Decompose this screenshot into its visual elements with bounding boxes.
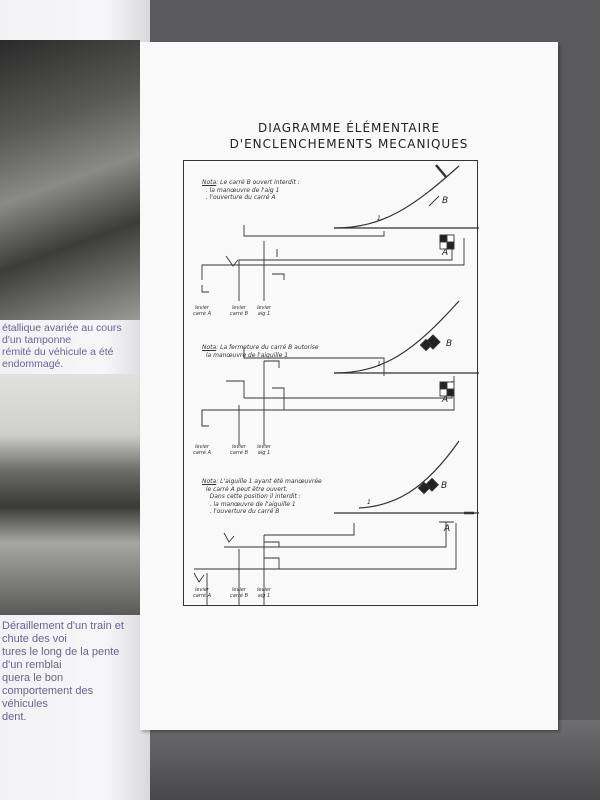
panel-1-note: Nota: Le carré B ouvert interdit : . la … bbox=[202, 179, 300, 202]
note-text: : L'aiguille 1 ayant été manœuvrée le ca… bbox=[205, 478, 322, 515]
right-page bbox=[140, 42, 558, 730]
photo-damaged-railcar bbox=[0, 40, 140, 320]
panel-2-lines bbox=[201, 300, 479, 446]
title-line-1: DIAGRAMME ÉLÉMENTAIRE bbox=[257, 121, 441, 135]
caption-line: étallique avariée au cours d'un tamponne bbox=[2, 322, 122, 346]
note-label: Nota bbox=[202, 179, 217, 186]
signal-a-label: A bbox=[442, 395, 449, 405]
title-line-2: D'ENCLENCHEMENTS MECANIQUES bbox=[229, 137, 469, 151]
note-label: Nota bbox=[202, 344, 217, 351]
note-text: : La fermeture du carré B autorise la ma… bbox=[205, 344, 319, 359]
lever-label: levier carré B bbox=[229, 444, 249, 456]
lever-label: levier carré B bbox=[229, 305, 249, 317]
photo-derailment bbox=[0, 374, 140, 615]
diagram-lines bbox=[193, 164, 479, 606]
lever-label: levier carré A bbox=[192, 444, 211, 456]
lever-label: levier aig 1 bbox=[257, 444, 271, 456]
lever-label: levier carré A bbox=[192, 587, 211, 599]
lever-label: levier aig 1 bbox=[257, 587, 271, 599]
signal-a-label: A bbox=[444, 524, 451, 534]
note-label: Nota bbox=[202, 478, 217, 485]
signal-b-label: B bbox=[441, 481, 448, 491]
caption-line: dent. bbox=[2, 711, 27, 723]
caption-line: quera le bon comportement des véhicules bbox=[2, 672, 94, 710]
switch-label: 1 bbox=[367, 499, 371, 506]
panel-2-note: Nota: La fermeture du carré B autorise l… bbox=[202, 344, 319, 359]
signal-b-label: B bbox=[442, 196, 449, 206]
caption-line: tures le long de la pente d'un remblai bbox=[2, 646, 120, 671]
switch-label: 1 bbox=[377, 215, 381, 222]
lever-label: levier aig 1 bbox=[257, 305, 271, 317]
lever-label: levier carré A bbox=[192, 305, 211, 317]
caption-line: rémité du véhicule a été endommagé. bbox=[2, 346, 114, 370]
caption-line: Déraillement d'un train et chute des voi bbox=[2, 620, 124, 645]
switch-label: 1 bbox=[377, 361, 381, 368]
lever-label: levier carré B bbox=[229, 587, 249, 599]
signal-a-label: A bbox=[442, 248, 449, 258]
panel-3-lines bbox=[193, 440, 479, 606]
caption-top: étallique avariée au cours d'un tamponne… bbox=[2, 322, 136, 370]
signal-b-label: B bbox=[446, 339, 453, 349]
panel-1-lines bbox=[201, 164, 479, 301]
note-text: : Le carré B ouvert interdit : . la manœ… bbox=[205, 179, 300, 201]
caption-bottom: Déraillement d'un train et chute des voi… bbox=[2, 620, 136, 724]
panel-3-note: Nota: L'aiguille 1 ayant été manœuvrée l… bbox=[202, 478, 322, 516]
interlocking-diagram: Nota: Le carré B ouvert interdit : . la … bbox=[183, 160, 479, 606]
left-page: étallique avariée au cours d'un tamponne… bbox=[0, 0, 150, 800]
